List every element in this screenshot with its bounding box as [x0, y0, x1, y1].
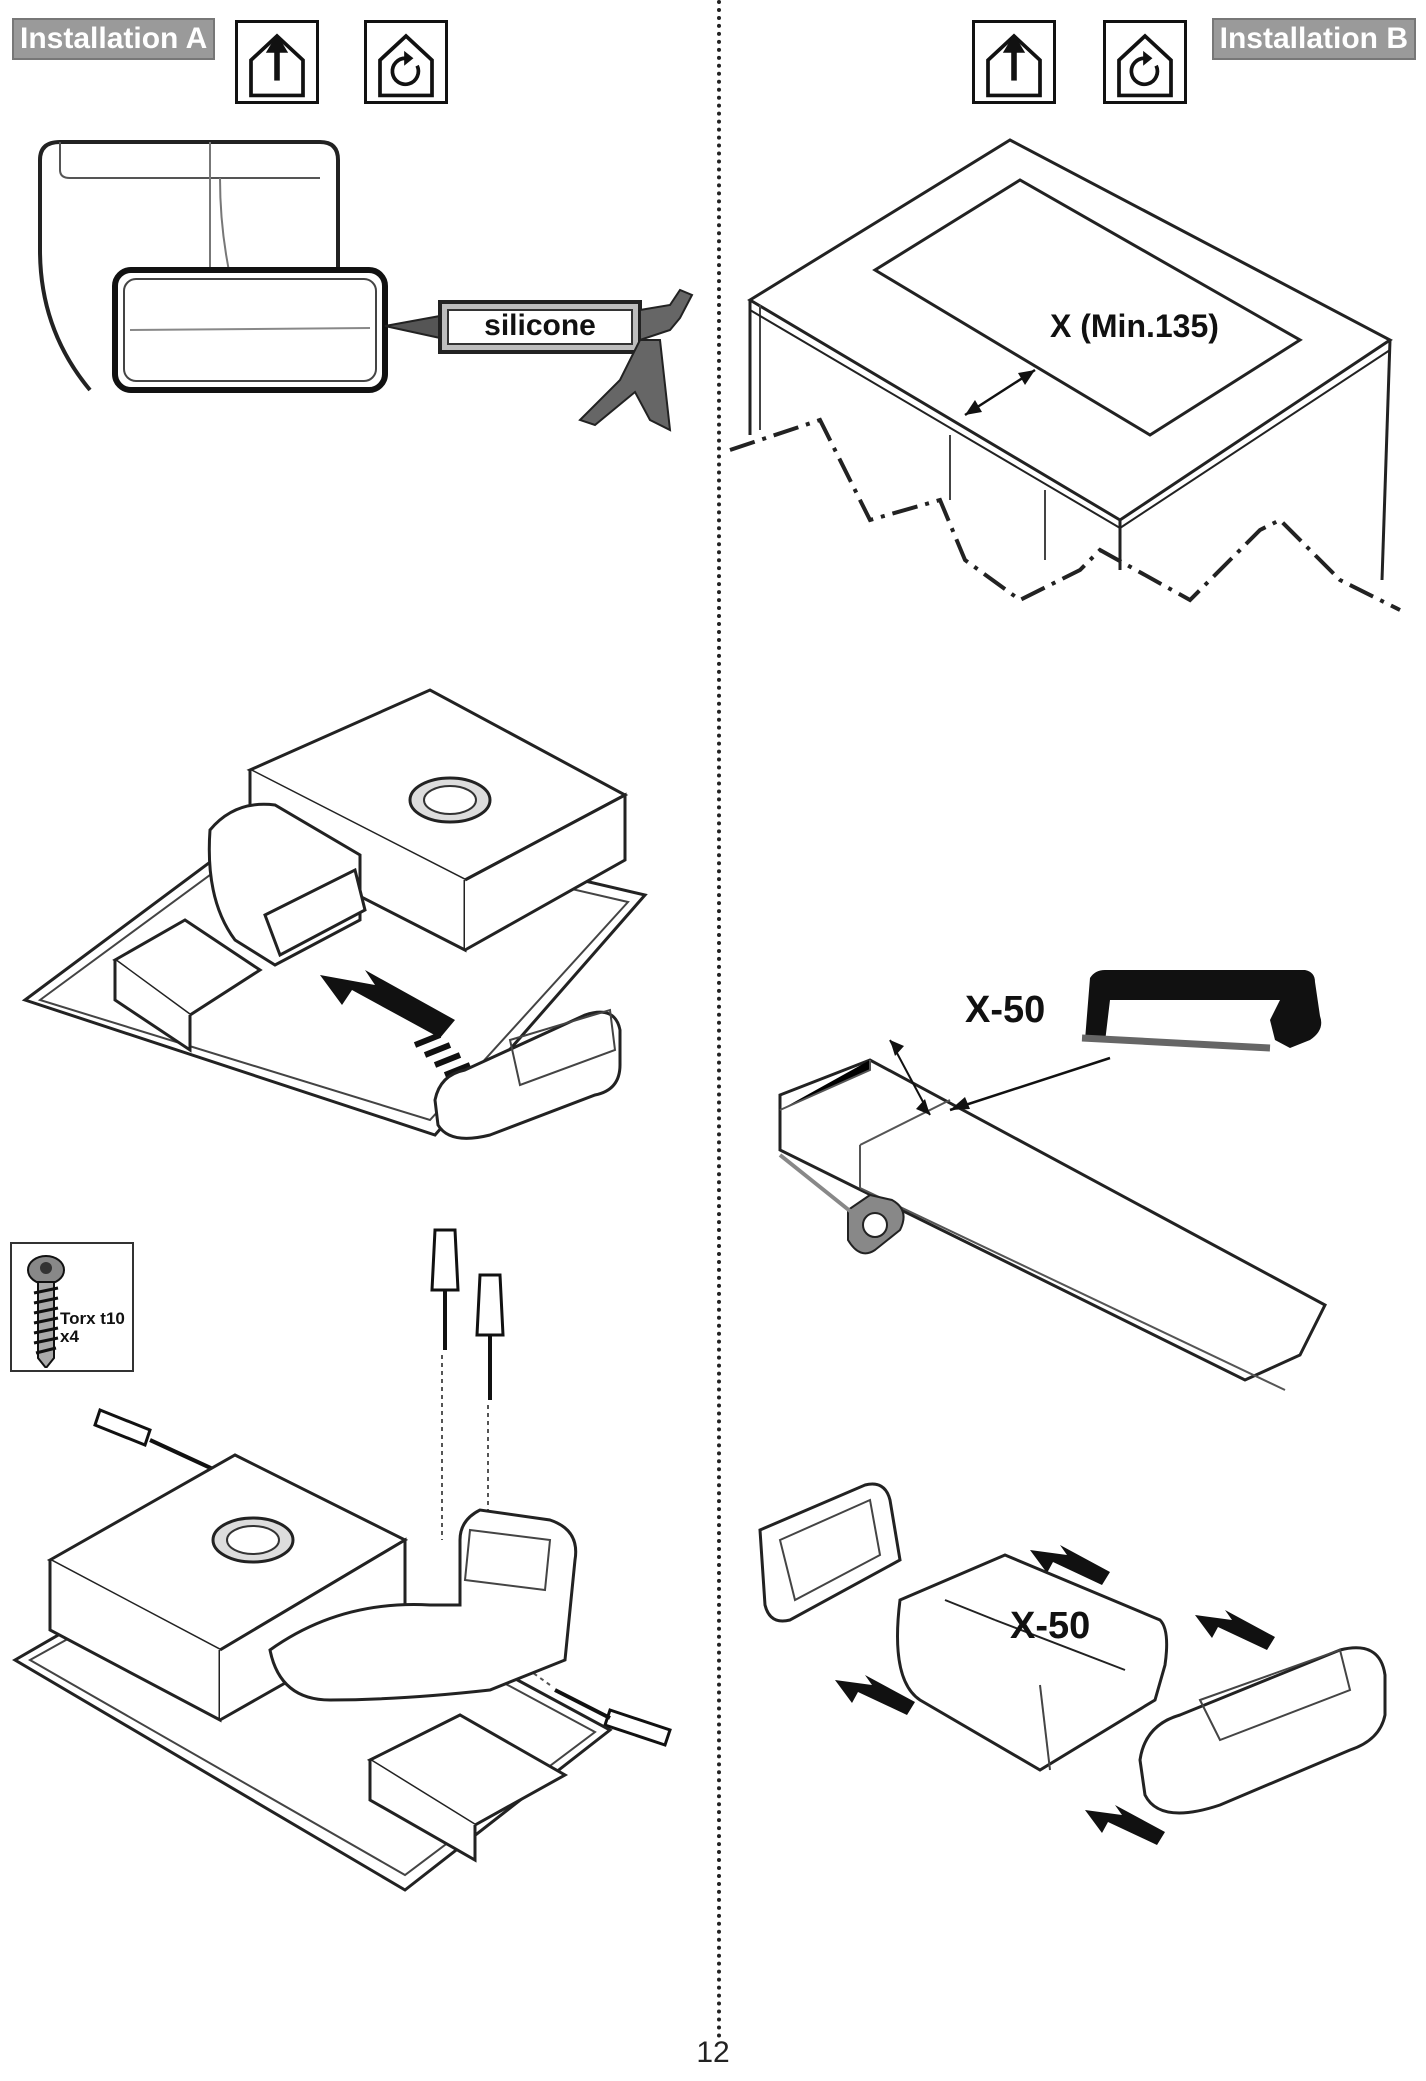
cabinet-cutout-figure: X (Min.135): [720, 130, 1420, 630]
column-divider: [717, 0, 721, 2040]
house-arrow-up-icon: [235, 20, 319, 104]
screw-legend: Torx t10 x4: [10, 1242, 134, 1372]
installation-b-label: Installation B: [1211, 18, 1416, 60]
silicone-label: silicone: [484, 309, 596, 342]
installation-a-label: Installation A: [12, 18, 216, 60]
screw-quantity-label: x4: [60, 1327, 79, 1346]
elbow-silicone-figure: silicone: [20, 130, 700, 460]
hob-duct-connection-figure: [20, 680, 660, 1150]
cut-length-label: X-50: [965, 989, 1045, 1031]
min-distance-label: X (Min.135): [1050, 308, 1219, 344]
screw-fixing-figure: [10, 1228, 710, 1920]
duct-assembly-figure: X-50: [740, 1470, 1400, 1890]
duct-length-label: X-50: [1010, 1605, 1090, 1647]
screw-type-label: Torx t10: [60, 1309, 125, 1328]
page-number: 12: [696, 2036, 730, 2069]
house-arrow-up-icon: [972, 20, 1056, 104]
duct-cutting-figure: X-50: [760, 960, 1340, 1410]
house-recirculation-icon: [1103, 20, 1187, 104]
house-recirculation-icon: [364, 20, 448, 104]
